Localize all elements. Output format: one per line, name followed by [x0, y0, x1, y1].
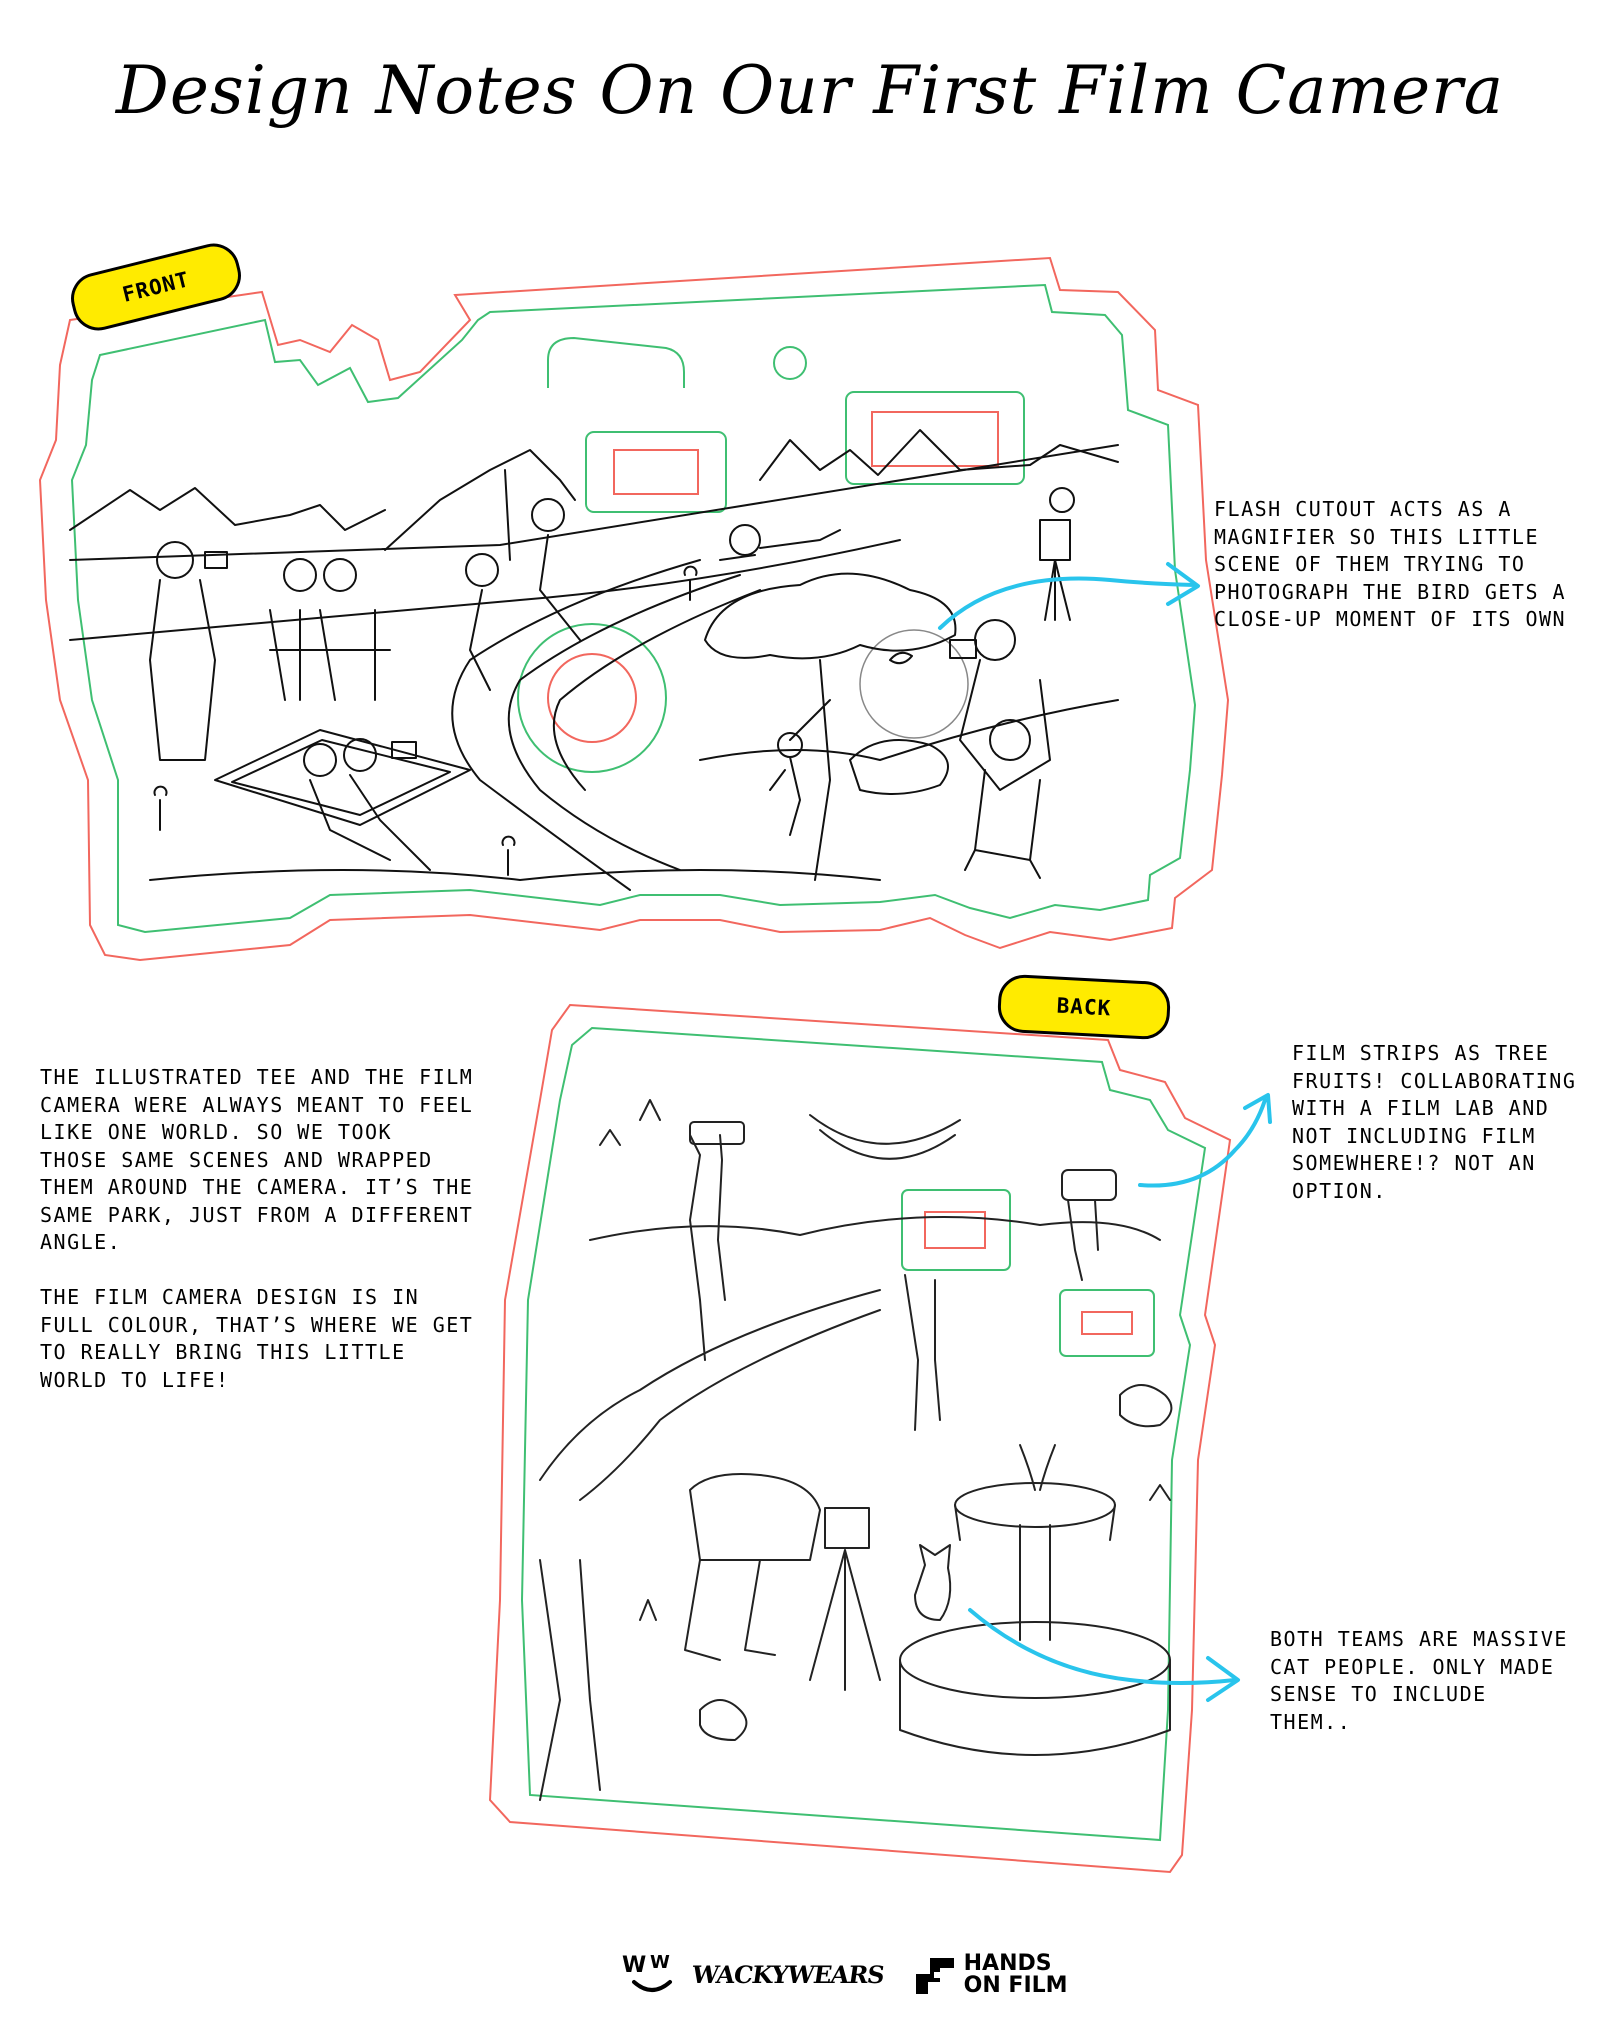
woman-with-camera: [149, 541, 228, 761]
hands-on-film-line1: HANDS: [963, 1951, 1052, 1976]
back-badge: BACK: [996, 973, 1172, 1041]
front-outer-die-line: [38, 256, 1230, 962]
front-lens-inner: [547, 653, 637, 743]
boy-sitting: [964, 719, 1041, 879]
front-tree-canopy-lower: [849, 739, 949, 795]
hands-on-film-line2: ON FILM: [963, 1973, 1068, 1998]
page-title: Design Notes On Our First Film Camera: [115, 52, 1505, 129]
winding-path-c: [552, 589, 761, 791]
back-middle-trunk: [904, 1274, 941, 1431]
front-lens-outer: [517, 623, 667, 773]
film-canister-right: [1061, 1169, 1117, 1201]
tee-and-camera-note: THE ILLUSTRATED TEE AND THE FILM CAMERA …: [40, 1065, 474, 1392]
back-park-sketch: [539, 1099, 1173, 1801]
girl-photographing-bird: [889, 619, 1051, 791]
flower-3: [683, 565, 698, 601]
wackywears-wordmark: WACKYWEARS: [690, 1960, 886, 1989]
mountain-center: [384, 449, 576, 551]
horizon-line: [69, 444, 1119, 561]
arrow-cat-callout: [968, 1608, 1237, 1685]
front-hill-right: [699, 699, 1119, 761]
chairs-couple: [269, 558, 391, 701]
front-hill-bottom: [149, 869, 881, 881]
svg-text:W: W: [622, 1953, 646, 1978]
front-strap-hole: [773, 346, 807, 380]
front-viewfinder-right-outer: [845, 391, 1025, 485]
wackywears-logo: W W WACKYWEARS: [620, 1948, 886, 2002]
front-dshape-cutout: [547, 336, 685, 388]
front-camera-template: [38, 256, 1230, 962]
film-strips-note: FILM STRIPS AS TREE FRUITS! COLLABORATIN…: [1292, 1041, 1577, 1203]
kids-climbing: [465, 469, 581, 691]
cats-note: BOTH TEAMS ARE MASSIVE CAT PEOPLE. ONLY …: [1270, 1627, 1568, 1734]
back-big-tree-trunk: [539, 1289, 881, 1801]
front-tree-canopy: [704, 572, 957, 660]
flash-cutout-note: FLASH CUTOUT ACTS AS A MAGNIFIER SO THIS…: [1214, 497, 1567, 631]
mountains-right: [759, 429, 1119, 481]
front-viewfinder-left-outer: [585, 431, 727, 513]
back-viewfinder-outer: [901, 1189, 1011, 1271]
back-viewfinder-inner: [924, 1211, 986, 1249]
flower-2: [501, 835, 516, 876]
wackywears-smile-icon: W W: [622, 1952, 672, 1992]
film-strip-hanging: [809, 1114, 961, 1160]
back-inner-die-line: [520, 1026, 1207, 1842]
back-counter-inner: [1081, 1311, 1133, 1335]
winding-path-a: [451, 559, 701, 891]
hands-on-film-mark-icon: [915, 1958, 954, 1994]
footer-logos: W W WACKYWEARS HANDS ON FILM: [620, 1940, 1068, 2010]
back-bush-left: [699, 1699, 748, 1741]
back-outer-die-line: [488, 1003, 1232, 1874]
photographer-with-view-camera: [684, 1473, 881, 1691]
fountain: [899, 1444, 1171, 1756]
arrow-film-head: [1243, 1093, 1272, 1124]
couple-on-blanket: [303, 738, 431, 871]
cat-on-fountain: [914, 1544, 952, 1621]
arrow-film-callout: [1138, 1098, 1267, 1188]
arrow-flash-head: [1166, 562, 1200, 606]
picnic-blanket-inner: [231, 739, 451, 816]
cat-climbing-tree: [769, 732, 803, 836]
picnic-blanket: [214, 729, 471, 826]
arrow-cat-head: [1206, 1656, 1240, 1702]
back-counter-outer: [1059, 1289, 1155, 1357]
front-inner-die-line: [70, 283, 1197, 934]
callout-arrows: [938, 562, 1272, 1702]
front-park-scene: [69, 429, 1119, 891]
kid-lying-down: [719, 524, 841, 561]
mountains-left: [69, 487, 386, 531]
grass-tufts: [599, 1099, 1171, 1621]
film-tree-right: [1067, 1199, 1099, 1281]
hands-on-film-logo: HANDS ON FILM: [912, 1952, 1068, 1998]
front-viewfinder-left-inner: [613, 449, 699, 495]
cat-with-tlr-camera: [1039, 487, 1075, 621]
arrow-flash-callout: [938, 576, 1197, 630]
flower-1: [153, 785, 168, 831]
svg-text:W: W: [650, 1952, 670, 1973]
film-tree-left-trunk: [689, 1134, 726, 1361]
front-tree-trunk: [789, 659, 831, 881]
back-camera-template: [488, 1003, 1232, 1874]
winding-path-b: [507, 574, 741, 871]
front-viewfinder-right-inner: [871, 411, 999, 467]
film-canister-left: [689, 1121, 745, 1145]
front-flash-magnifier: [859, 629, 969, 739]
back-bush-right: [1119, 1384, 1173, 1428]
back-canopy: [589, 1216, 1161, 1241]
